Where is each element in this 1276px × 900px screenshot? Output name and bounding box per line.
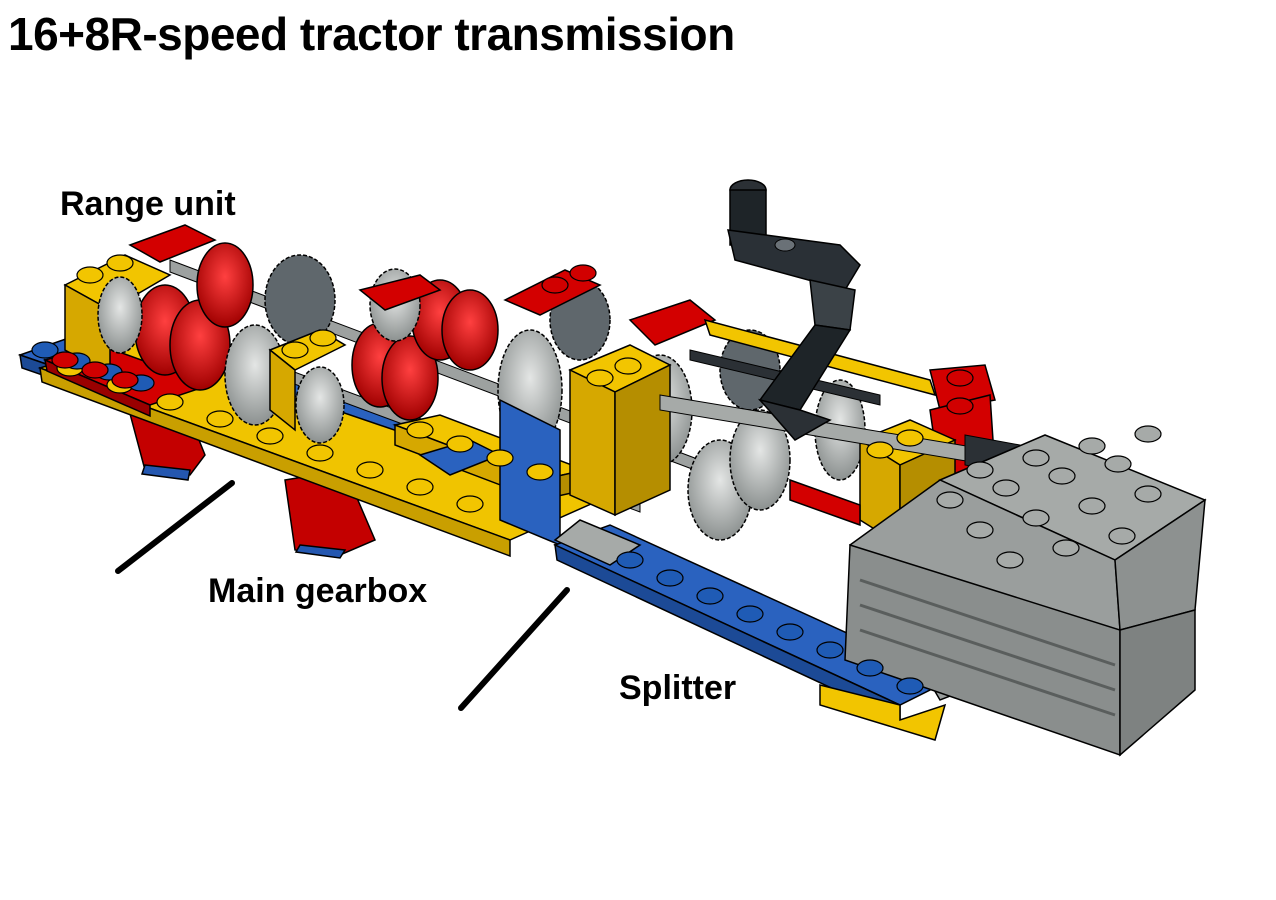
- brick-stud: [896, 429, 924, 447]
- range-unit-label: Range unit: [60, 185, 236, 223]
- shift-lever: [727, 179, 861, 441]
- main-gearbox-pointer-line: [115, 480, 235, 574]
- brick-stud: [946, 369, 974, 387]
- brick-stud: [356, 461, 384, 479]
- brick-stud: [106, 254, 134, 272]
- brick-stud: [996, 551, 1024, 569]
- red-clutch-gears: [134, 242, 499, 421]
- brick-stud: [206, 410, 234, 428]
- brick-stud: [656, 569, 684, 587]
- brick-stud: [966, 521, 994, 539]
- brick-stud: [456, 495, 484, 513]
- brick-stud: [896, 677, 924, 695]
- motor-block: [844, 434, 1207, 757]
- brick-stud: [31, 341, 59, 359]
- brick-stud: [306, 444, 334, 462]
- brick-stud: [1104, 455, 1132, 473]
- splitter-pointer-line: [458, 587, 570, 711]
- brick-stud: [156, 393, 184, 411]
- brick-stud: [256, 427, 284, 445]
- main-gearbox-label: Main gearbox: [208, 572, 428, 610]
- brick-stud: [936, 491, 964, 509]
- brick-stud: [736, 605, 764, 623]
- brick-stud: [446, 435, 474, 453]
- brick-stud: [541, 276, 569, 294]
- brick-studs: [31, 254, 1162, 695]
- brick-stud: [856, 659, 884, 677]
- brick-stud: [1078, 497, 1106, 515]
- brick-stud: [1134, 425, 1162, 443]
- pointer-lines: [115, 480, 570, 711]
- brick-stud: [1052, 539, 1080, 557]
- brick-stud: [406, 421, 434, 439]
- brick-stud: [1022, 509, 1050, 527]
- brick-stud: [486, 449, 514, 467]
- brick-stud: [1108, 527, 1136, 545]
- page-title: 16+8R-speed tractor transmission: [8, 8, 735, 60]
- brick-stud: [966, 461, 994, 479]
- brick-stud: [51, 351, 79, 369]
- brick-stud: [866, 441, 894, 459]
- brick-stud: [406, 478, 434, 496]
- brick-stud: [946, 397, 974, 415]
- brick-stud: [1078, 437, 1106, 455]
- brick-stud: [816, 641, 844, 659]
- brick-stud: [586, 369, 614, 387]
- brick-stud: [81, 361, 109, 379]
- brick-stud: [614, 357, 642, 375]
- brick-stud: [1048, 467, 1076, 485]
- brick-stud: [616, 551, 644, 569]
- brick-stud: [1134, 485, 1162, 503]
- brick-stud: [111, 371, 139, 389]
- brick-stud: [696, 587, 724, 605]
- brick-stud: [76, 266, 104, 284]
- splitter-label: Splitter: [619, 669, 737, 707]
- brick-stud: [776, 623, 804, 641]
- brick-stud: [1022, 449, 1050, 467]
- brick-stud: [526, 463, 554, 481]
- brick-stud: [281, 341, 309, 359]
- brick-stud: [309, 329, 337, 347]
- brick-stud: [992, 479, 1020, 497]
- brick-stud: [569, 264, 597, 282]
